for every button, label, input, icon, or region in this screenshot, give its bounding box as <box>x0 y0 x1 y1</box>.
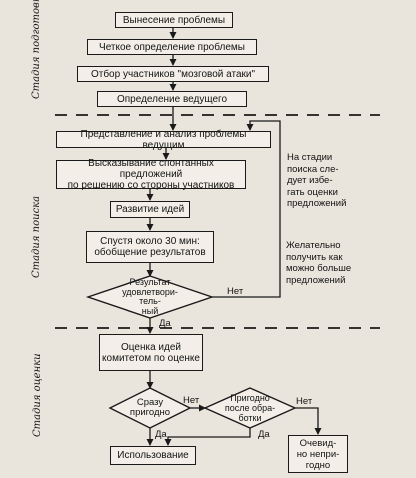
box-spontaneous-proposals: Высказывание спонтанных предложений по р… <box>56 158 246 191</box>
box-participant-selection: Отбор участников "мозговой атаки" <box>77 66 269 82</box>
stage-label-evaluation: Стадия оценки <box>32 353 43 437</box>
box-problem-definition: Четкое определение проблемы <box>87 39 257 55</box>
label-no-d2: Нет <box>183 395 200 406</box>
label-no-d3: Нет <box>296 396 313 407</box>
decision-result-satisfactory: Результат удовлетвори- тель- ный <box>122 277 178 316</box>
box-usage: Использование <box>110 446 196 465</box>
note-maximize-proposals: Желательно получить как можно больше пре… <box>286 240 352 286</box>
decision-d2-shape <box>108 387 192 429</box>
label-yes-d2: Да <box>155 429 167 440</box>
box-problem-presentation: Представление и анализ проблемы ведущим <box>56 129 271 151</box>
decision-d3-shape <box>203 387 297 429</box>
stage-label-search: Стадия поиска <box>31 195 42 278</box>
arrow-d3-b11 <box>295 407 322 435</box>
label-yes-d1: Да <box>159 318 171 329</box>
decision-immediately-suitable: Сразу пригодно <box>129 396 171 418</box>
note-avoid-evaluation: На стадии поиска сле- дует избе- гать оц… <box>287 152 347 209</box>
box-obviously-unsuitable: Очевид- но непри- годно <box>288 435 348 473</box>
decision-d1-shape <box>85 275 215 319</box>
arrow-d3-b10 <box>164 428 251 446</box>
box-summary-results: Спустя около 30 мин: обобщение результат… <box>86 231 214 263</box>
decision-suitable-after-processing: Пригодно после обра- ботки <box>224 393 276 423</box>
label-yes-d3: Да <box>258 429 270 440</box>
box-leader-definition: Определение ведущего <box>97 91 247 107</box>
loop-no-back-to-b5 <box>212 120 281 298</box>
box-idea-development: Развитие идей <box>110 201 190 218</box>
box-committee-evaluation: Оценка идей комитетом по оценке <box>99 334 203 371</box>
box-problem-statement: Вынесение проблемы <box>115 12 233 28</box>
label-no-d1: Нет <box>227 286 244 297</box>
stage-label-preparation: Стадия подготовки <box>31 0 42 99</box>
